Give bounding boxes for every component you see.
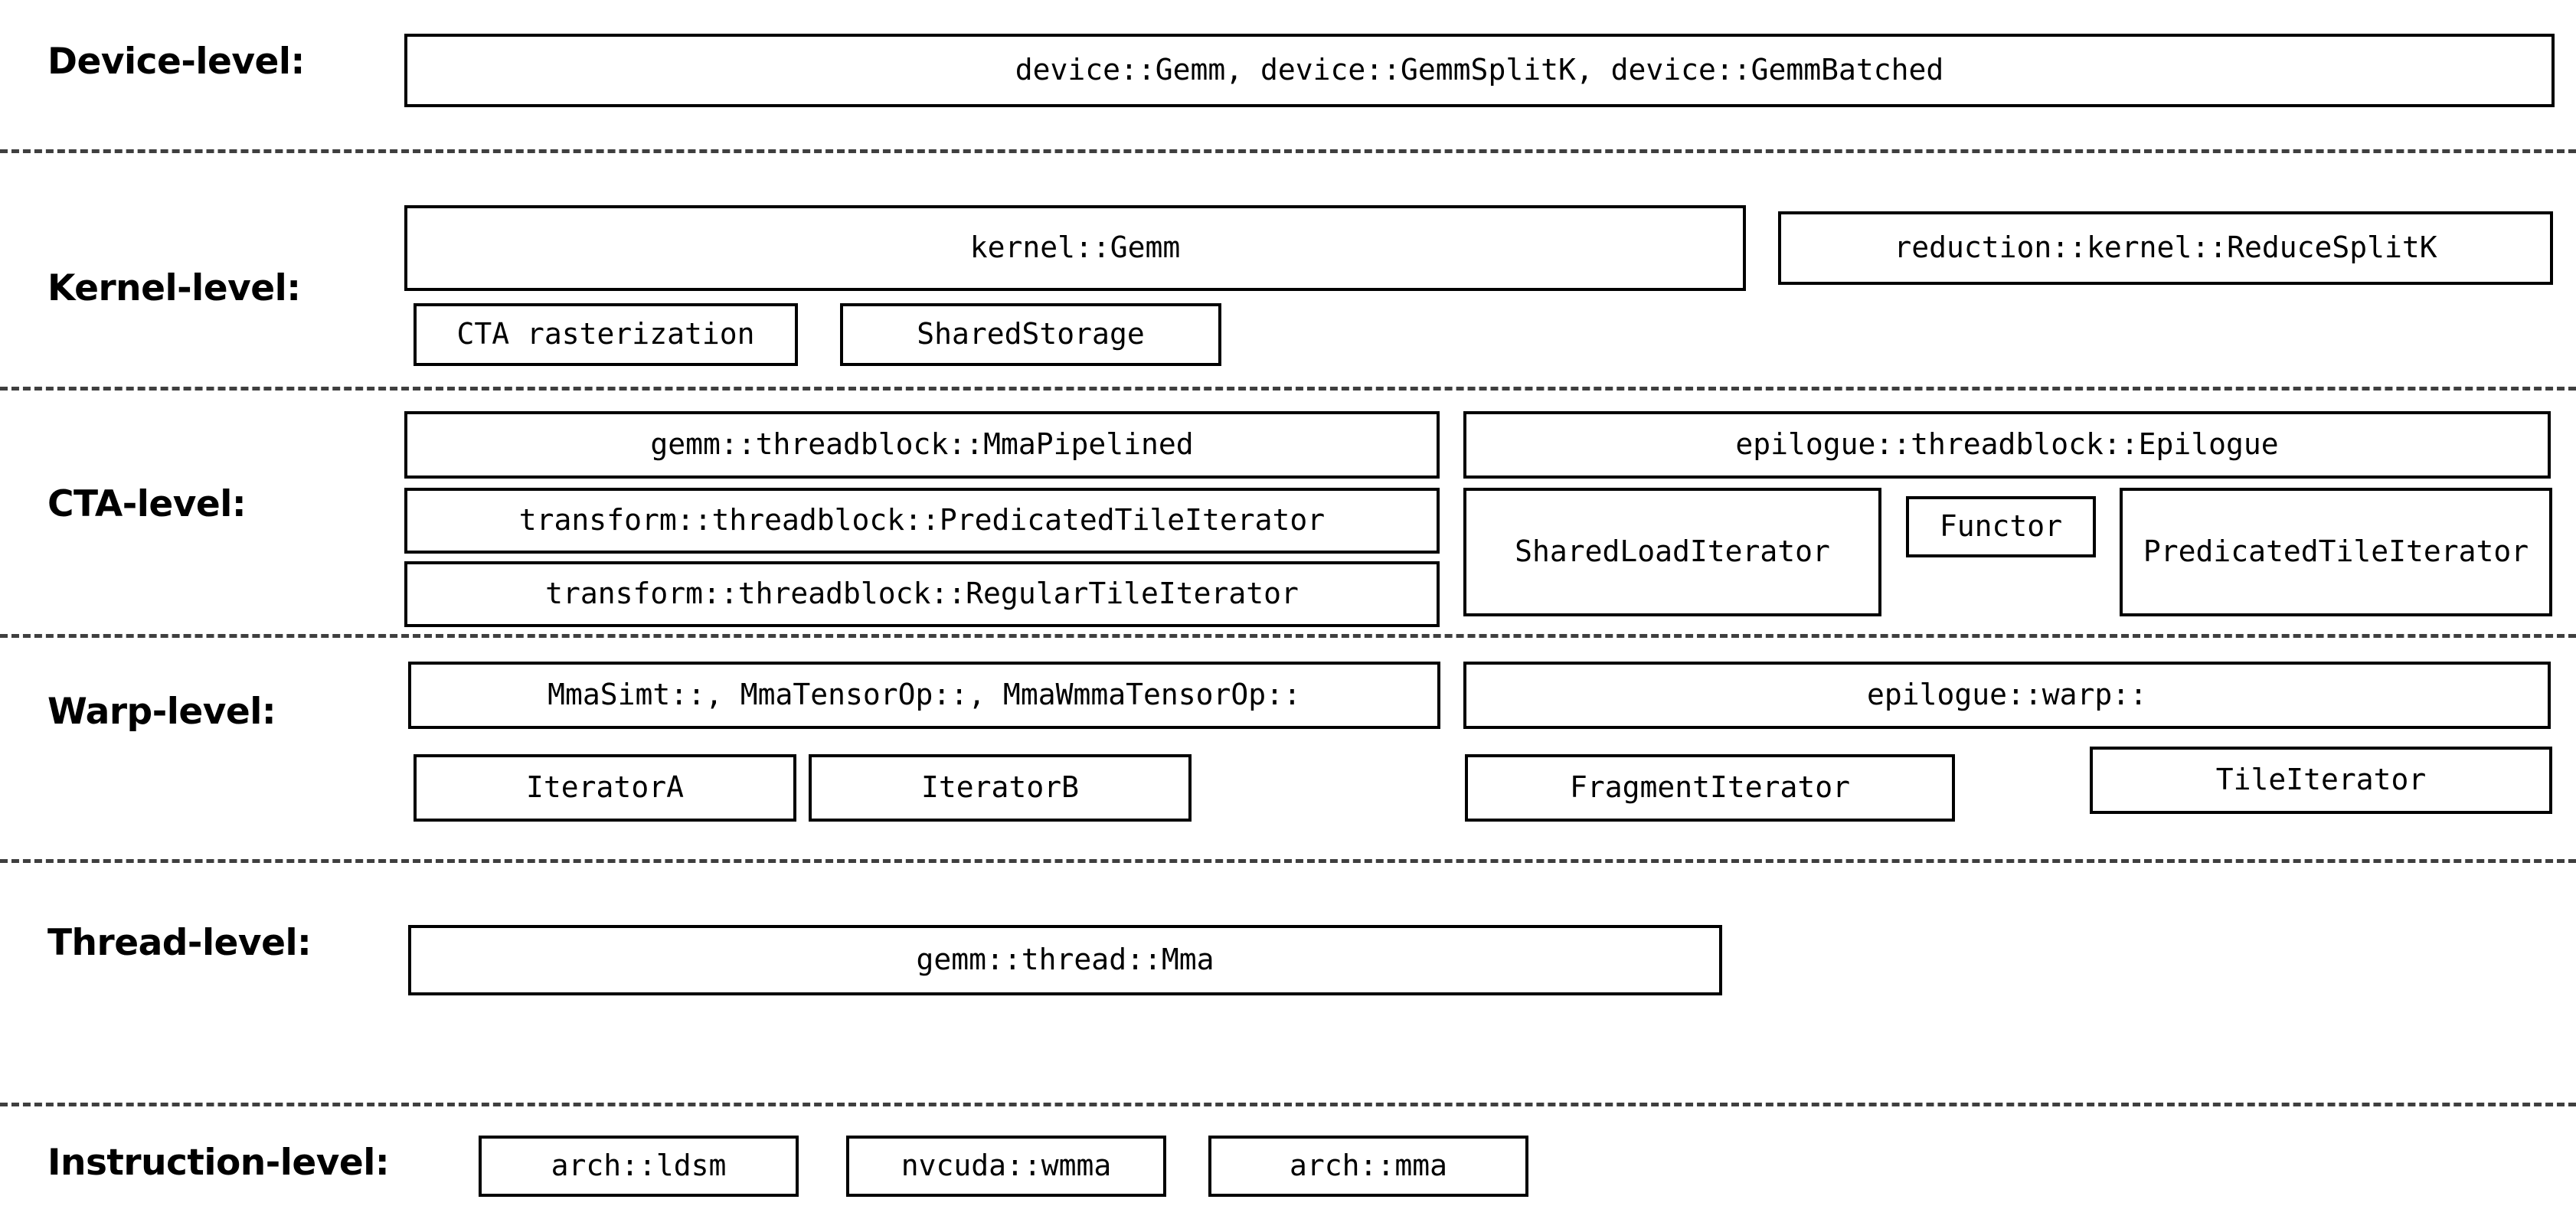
tier-divider-kernel-cta [0, 387, 2576, 391]
box-thread-mma[interactable]: gemm::thread::Mma [408, 925, 1722, 995]
box-arch-ldsm[interactable]: arch::ldsm [479, 1136, 799, 1197]
box-cta-rasterization[interactable]: CTA rasterization [414, 303, 798, 366]
box-regular-tile-iterator-threadblock[interactable]: transform::threadblock::RegularTileItera… [404, 561, 1440, 627]
tier-label-kernel: Kernel-level: [47, 267, 301, 309]
box-arch-mma[interactable]: arch::mma [1208, 1136, 1528, 1197]
box-shared-load-iterator[interactable]: SharedLoadIterator [1463, 488, 1881, 616]
box-fragment-iterator-label: FragmentIterator [1569, 770, 1851, 805]
box-epilogue-threadblock[interactable]: epilogue::threadblock::Epilogue [1463, 411, 2551, 479]
box-nvcuda-wmma-label: nvcuda::wmma [901, 1149, 1112, 1183]
box-shared-storage[interactable]: SharedStorage [840, 303, 1221, 366]
tier-label-warp: Warp-level: [47, 691, 276, 733]
box-shared-storage-label: SharedStorage [917, 317, 1145, 351]
box-iterator-b-label: IteratorB [921, 770, 1079, 805]
tier-divider-cta-warp [0, 634, 2576, 638]
box-warp-mma-label: MmaSimt::, MmaTensorOp::, MmaWmmaTensorO… [548, 678, 1301, 712]
tier-label-thread: Thread-level: [47, 922, 312, 964]
box-fragment-iterator[interactable]: FragmentIterator [1465, 754, 1955, 822]
box-iterator-a-label: IteratorA [526, 770, 684, 805]
box-arch-ldsm-label: arch::ldsm [551, 1149, 727, 1183]
tier-divider-device-kernel [0, 149, 2576, 153]
box-device-gemm[interactable]: device::Gemm, device::GemmSplitK, device… [404, 34, 2555, 107]
box-reduce-split-k[interactable]: reduction::kernel::ReduceSplitK [1778, 211, 2553, 285]
box-regular-tile-iterator-threadblock-label: transform::threadblock::RegularTileItera… [545, 577, 1299, 611]
box-functor-label: Functor [1939, 509, 2063, 544]
box-functor[interactable]: Functor [1906, 496, 2096, 557]
tier-label-device: Device-level: [47, 41, 305, 83]
box-mma-pipelined-label: gemm::threadblock::MmaPipelined [650, 427, 1194, 462]
box-tile-iterator-label: TileIterator [2215, 763, 2427, 797]
box-predicated-tile-iterator-threadblock[interactable]: transform::threadblock::PredicatedTileIt… [404, 488, 1440, 554]
box-warp-mma[interactable]: MmaSimt::, MmaTensorOp::, MmaWmmaTensorO… [408, 662, 1440, 729]
box-mma-pipelined[interactable]: gemm::threadblock::MmaPipelined [404, 411, 1440, 479]
box-arch-mma-label: arch::mma [1290, 1149, 1447, 1183]
box-kernel-gemm-label: kernel::Gemm [969, 230, 1181, 265]
box-predicated-tile-iterator-threadblock-label: transform::threadblock::PredicatedTileIt… [518, 503, 1326, 538]
box-predicated-tile-iterator-epilogue[interactable]: PredicatedTileIterator [2120, 488, 2552, 616]
box-predicated-tile-iterator-epilogue-label: PredicatedTileIterator [2143, 534, 2529, 569]
box-shared-load-iterator-label: SharedLoadIterator [1515, 534, 1830, 569]
tier-label-cta: CTA-level: [47, 483, 247, 525]
box-iterator-b[interactable]: IteratorB [809, 754, 1192, 822]
box-epilogue-warp[interactable]: epilogue::warp:: [1463, 662, 2551, 729]
box-reduce-split-k-label: reduction::kernel::ReduceSplitK [1894, 230, 2437, 265]
box-thread-mma-label: gemm::thread::Mma [916, 943, 1214, 977]
box-cta-rasterization-label: CTA rasterization [456, 317, 755, 351]
box-epilogue-warp-label: epilogue::warp:: [1866, 678, 2148, 712]
tier-divider-thread-instruction [0, 1103, 2576, 1106]
box-tile-iterator[interactable]: TileIterator [2090, 747, 2552, 814]
box-epilogue-threadblock-label: epilogue::threadblock::Epilogue [1735, 427, 2279, 462]
box-kernel-gemm[interactable]: kernel::Gemm [404, 205, 1746, 291]
box-nvcuda-wmma[interactable]: nvcuda::wmma [846, 1136, 1166, 1197]
tier-label-instruction: Instruction-level: [47, 1142, 390, 1184]
box-iterator-a[interactable]: IteratorA [414, 754, 796, 822]
box-device-gemm-label: device::Gemm, device::GemmSplitK, device… [1015, 53, 1944, 87]
tier-divider-warp-thread [0, 859, 2576, 863]
